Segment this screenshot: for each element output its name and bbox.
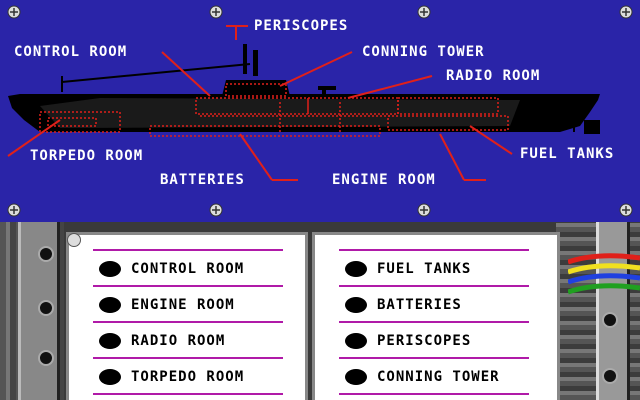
label-fuel-tanks: FUEL TANKS <box>520 146 615 162</box>
bullet-icon[interactable] <box>99 297 121 313</box>
fuel-tanks-outline <box>387 115 509 131</box>
periscope <box>243 44 247 74</box>
submarine-diagram: PERISCOPES CONTROL ROOM CONNING TOWER RA… <box>0 0 640 222</box>
label-engine-room: ENGINE ROOM <box>332 172 436 188</box>
periscope <box>253 50 258 76</box>
menu-item-torpedo-room[interactable]: TORPEDO ROOM <box>93 357 293 391</box>
menu-item-periscopes[interactable]: PERISCOPES <box>339 321 539 355</box>
menu-item-control-room[interactable]: CONTROL ROOM <box>93 249 293 283</box>
bullet-icon[interactable] <box>345 261 367 277</box>
bullet-icon[interactable] <box>99 333 121 349</box>
menu-item-fuel-tanks[interactable]: FUEL TANKS <box>339 249 539 283</box>
menu-item-engine-room[interactable]: ENGINE ROOM <box>93 285 293 319</box>
left-pipe-machinery <box>0 222 64 400</box>
menu-item-batteries[interactable]: BATTERIES <box>339 285 539 319</box>
right-pipe-machinery <box>556 222 640 400</box>
bullet-icon[interactable] <box>345 369 367 385</box>
submarine-svg <box>7 5 633 217</box>
engine-room-outline <box>397 97 499 115</box>
menu-item-conning-tower[interactable]: CONNING TOWER <box>339 357 539 391</box>
bullet-icon[interactable] <box>99 261 121 277</box>
label-control-room: CONTROL ROOM <box>14 44 128 60</box>
menu-item-radio-room[interactable]: RADIO ROOM <box>93 321 293 355</box>
menu-panel-left: CONTROL ROOM ENGINE ROOM RADIO ROOM TORP… <box>66 232 308 400</box>
torpedo-room-outline <box>39 111 121 133</box>
label-torpedo-room: TORPEDO ROOM <box>30 148 144 164</box>
control-panel: CONTROL ROOM ENGINE ROOM RADIO ROOM TORP… <box>0 222 640 400</box>
wires-icon <box>568 253 640 295</box>
label-radio-room: RADIO ROOM <box>446 68 541 84</box>
conning-tower-outline <box>225 83 287 97</box>
label-periscopes: PERISCOPES <box>254 18 349 34</box>
label-batteries: BATTERIES <box>160 172 245 188</box>
bullet-icon[interactable] <box>345 333 367 349</box>
bullet-icon[interactable] <box>345 297 367 313</box>
bullet-icon[interactable] <box>99 369 121 385</box>
menu-panel-right: FUEL TANKS BATTERIES PERISCOPES CONNING … <box>312 232 560 400</box>
label-conning-tower: CONNING TOWER <box>362 44 485 60</box>
conning-tower <box>222 80 290 96</box>
